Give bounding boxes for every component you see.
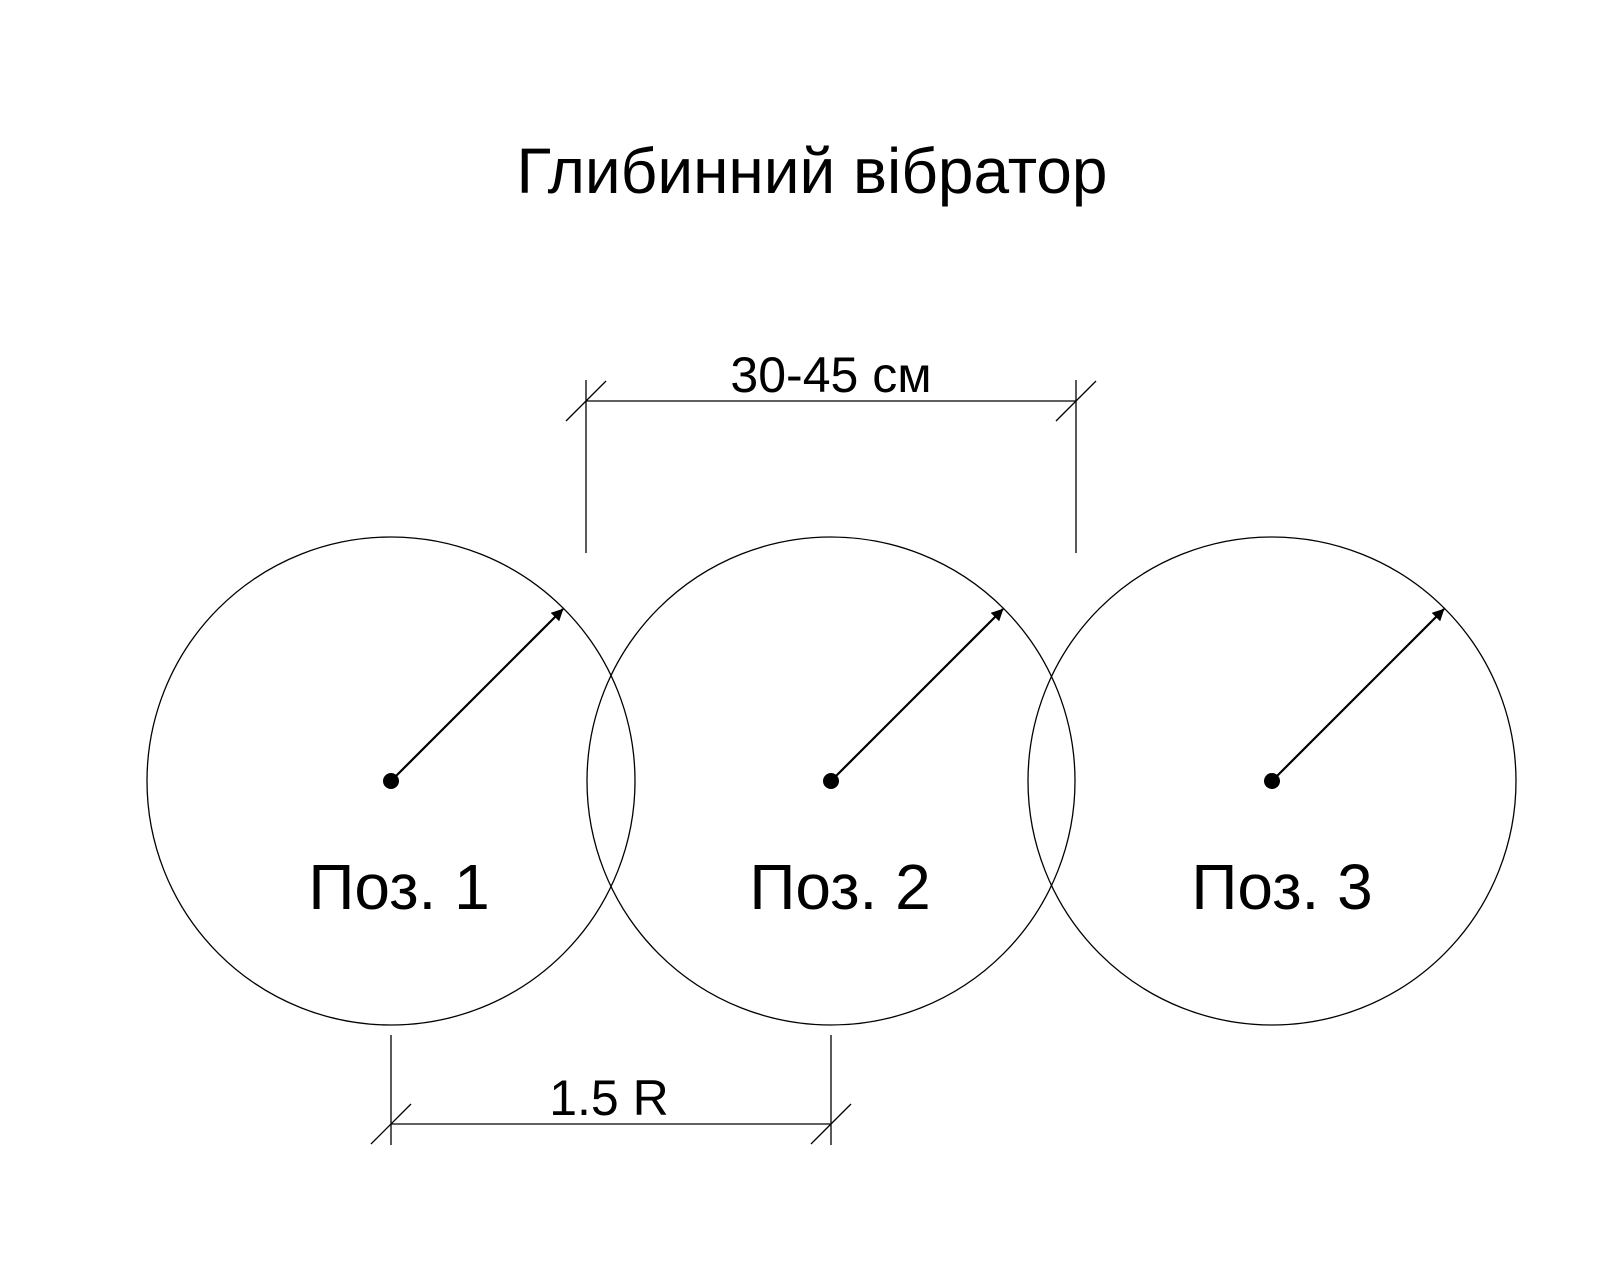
- center-point: [823, 773, 839, 789]
- position-2-circle: [586, 536, 1076, 1026]
- center-point: [1264, 773, 1280, 789]
- bottom-dim-tick-right: [810, 1103, 852, 1145]
- top-dimension: 30-45 см: [565, 347, 1097, 553]
- position-3-circle: [1027, 536, 1517, 1026]
- position-3-radius: [1264, 608, 1445, 789]
- top-dim-label: 30-45 см: [730, 347, 931, 403]
- position-3-label: Поз. 3: [1191, 851, 1372, 923]
- top-dim-tick-right: [1055, 380, 1097, 422]
- radius-arrow: [390, 608, 564, 782]
- position-1-circle: [146, 536, 636, 1026]
- bottom-dimension: 1.5 R: [370, 1035, 852, 1145]
- radius-arrow: [1271, 608, 1445, 782]
- bottom-dim-label: 1.5 R: [549, 1070, 669, 1126]
- position-2-radius: [823, 608, 1004, 789]
- position-1-label: Поз. 1: [308, 851, 489, 923]
- position-2-label: Поз. 2: [749, 851, 930, 923]
- diagram-title: Глибинний вібратор: [517, 135, 1108, 207]
- radius-arrow: [830, 608, 1004, 782]
- center-point: [383, 773, 399, 789]
- position-1-radius: [383, 608, 564, 789]
- top-dim-tick-left: [565, 380, 607, 422]
- bottom-dim-tick-left: [370, 1103, 412, 1145]
